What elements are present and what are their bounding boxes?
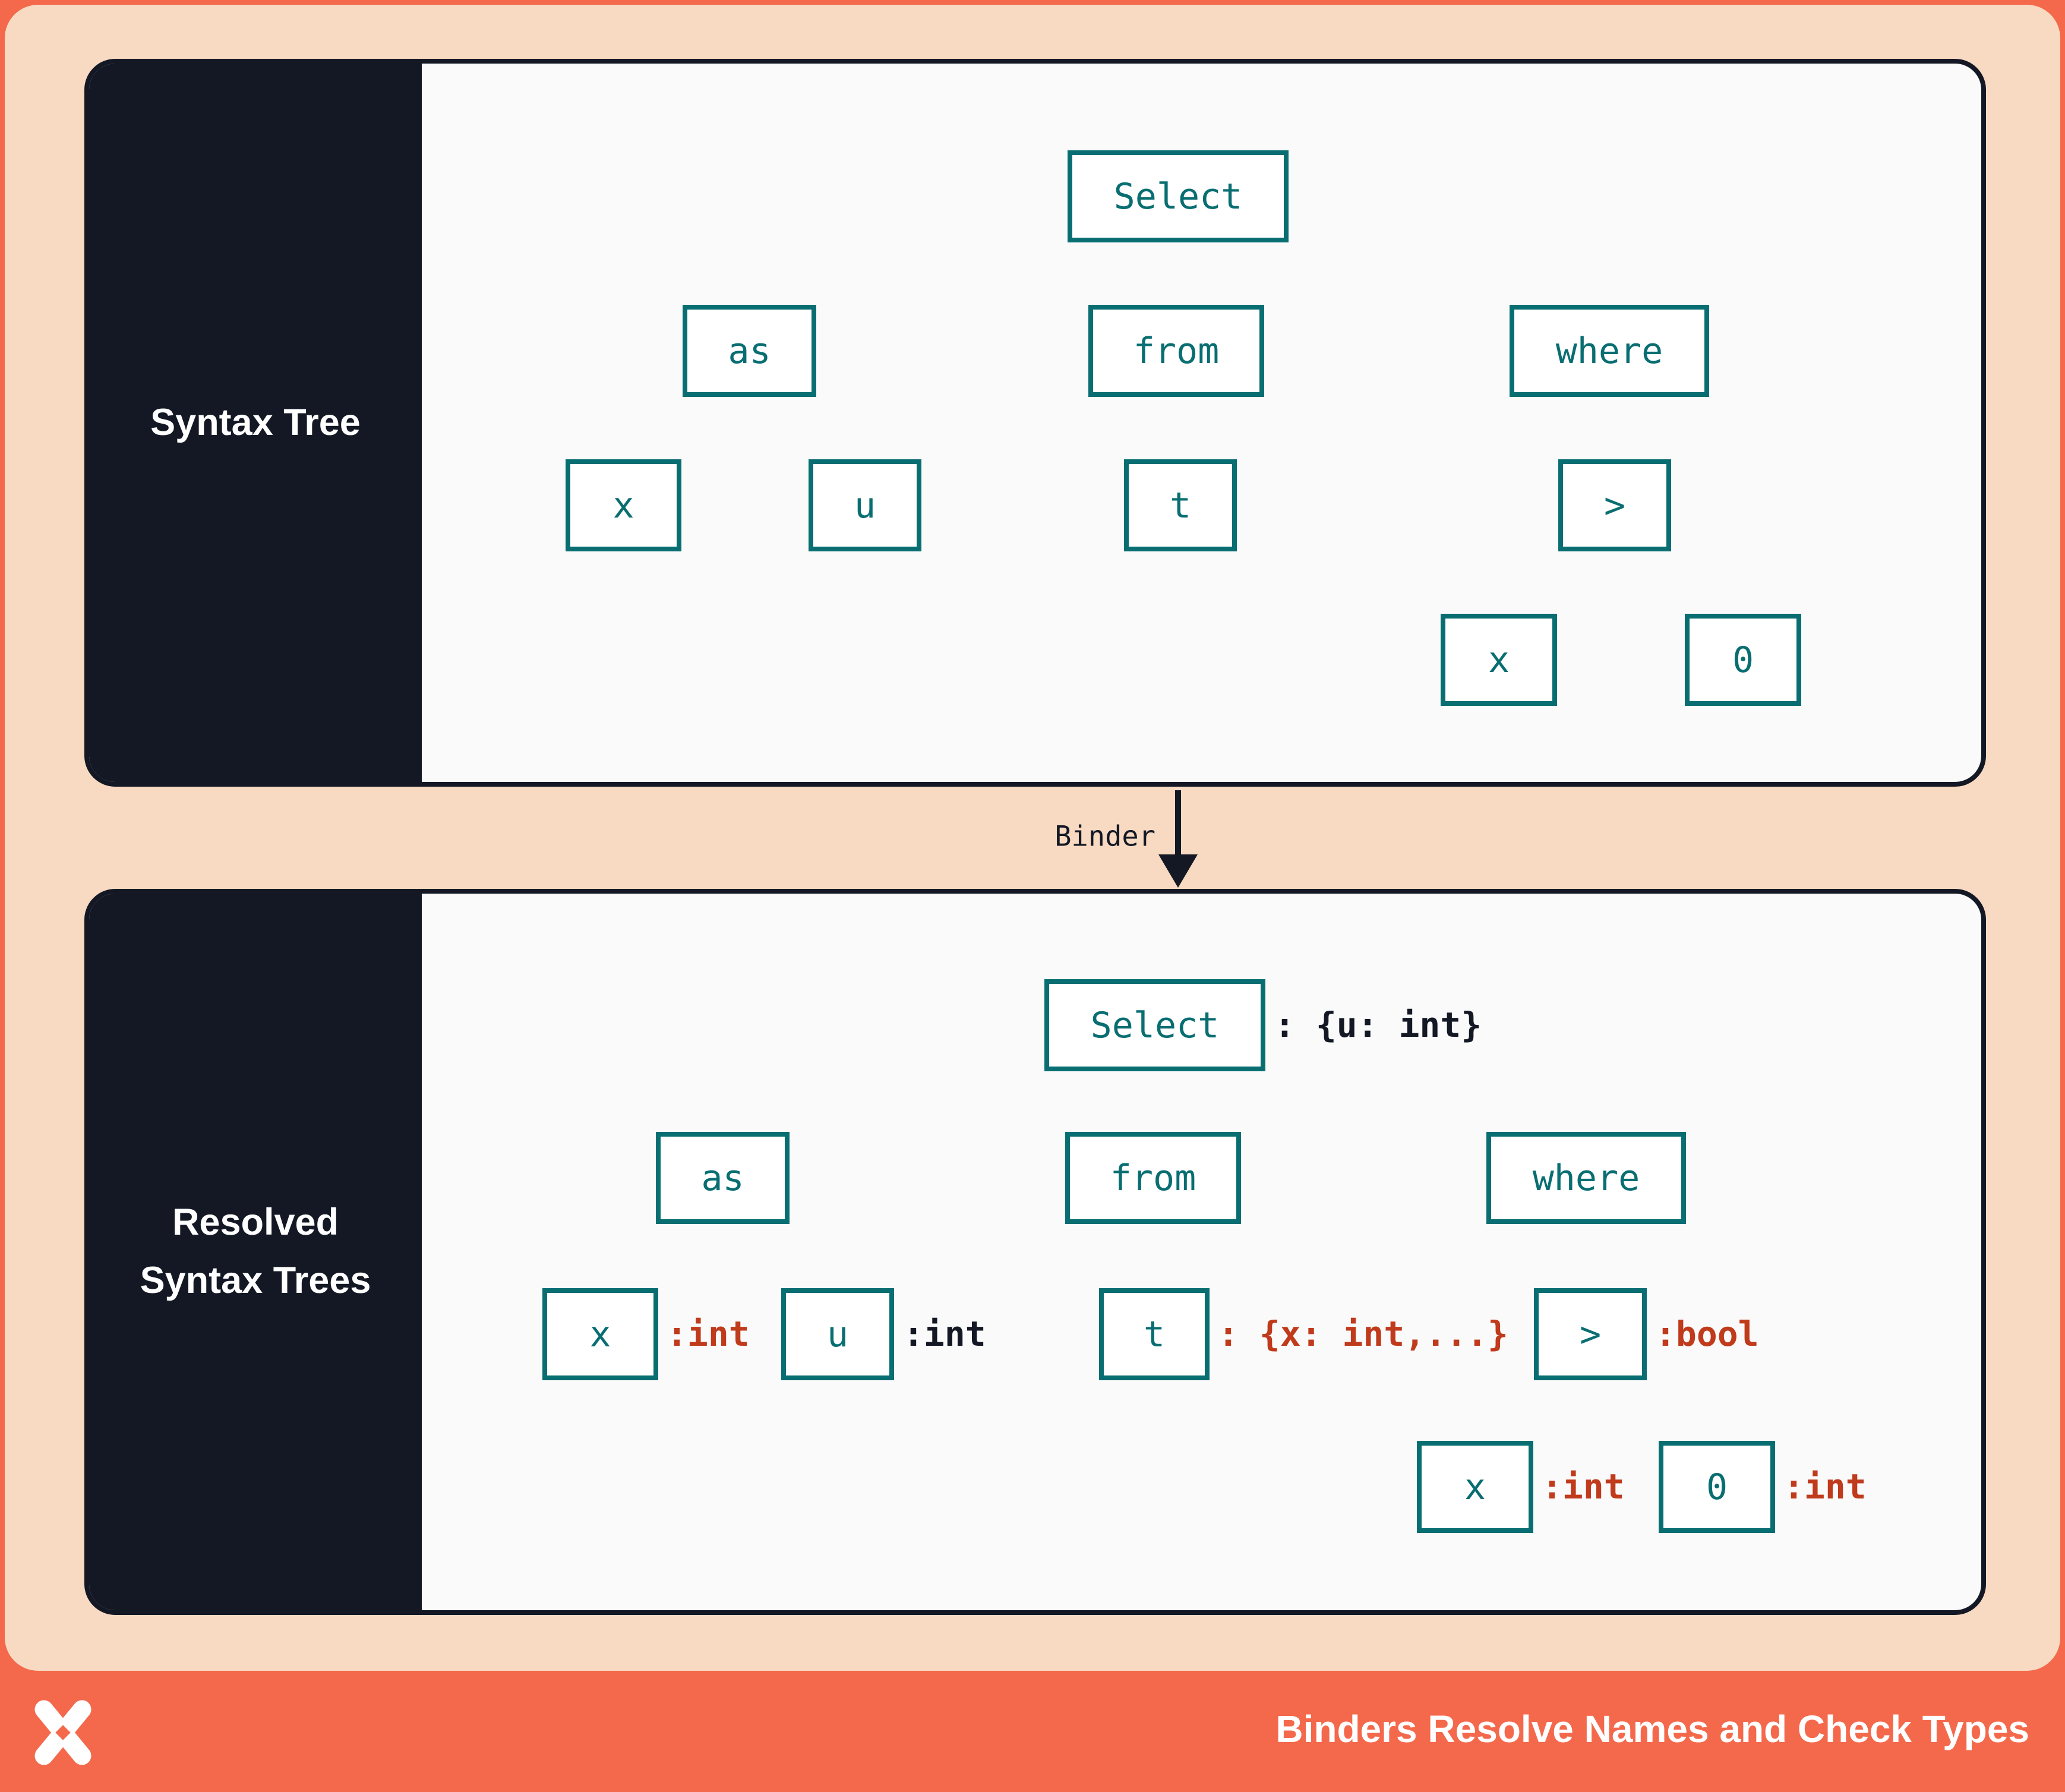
top-node-zero: 0 [1685, 614, 1801, 706]
annotation-select-type: : {u: int} [1274, 1005, 1482, 1045]
top-panel-title: Syntax Tree [150, 401, 361, 443]
top-node-as: as [683, 305, 816, 397]
annotation-x-type: :int [667, 1314, 750, 1354]
x-logo-icon [34, 1700, 91, 1765]
bottom-panel-title: Resolved Syntax Trees [140, 1194, 371, 1310]
bottom-node-t: t [1099, 1288, 1210, 1380]
top-node-gt: > [1558, 459, 1671, 551]
top-panel-sidebar: Syntax Tree [89, 64, 422, 782]
bottom-panel-title-line1: Resolved [172, 1201, 339, 1244]
bottom-panel-sidebar: Resolved Syntax Trees [89, 894, 422, 1610]
bottom-node-as: as [656, 1132, 790, 1224]
bottom-node-x: x [542, 1288, 658, 1380]
bottom-node-select: Select [1044, 979, 1265, 1071]
bottom-panel-title-line2: Syntax Trees [140, 1260, 371, 1301]
bottom-node-zero: 0 [1659, 1441, 1775, 1533]
syntax-tree-panel: Syntax Tree [84, 59, 1986, 787]
binder-label: Binder [1054, 820, 1155, 853]
annotation-gt-type: :bool [1655, 1314, 1759, 1354]
annotation-t-type: : {x: int,...} [1218, 1314, 1508, 1354]
bottom-node-where: where [1486, 1132, 1686, 1224]
bottom-node-x2: x [1417, 1441, 1533, 1533]
top-node-x: x [566, 459, 681, 551]
annotation-x2-type: :int [1542, 1466, 1625, 1507]
bottom-node-gt: > [1534, 1288, 1647, 1380]
bottom-node-u: u [781, 1288, 894, 1380]
bottom-node-from: from [1065, 1132, 1241, 1224]
top-node-u: u [809, 459, 921, 551]
top-node-x2: x [1441, 614, 1557, 706]
top-node-select: Select [1068, 150, 1289, 242]
annotation-zero-type: :int [1783, 1466, 1867, 1507]
top-node-where: where [1510, 305, 1709, 397]
top-node-t: t [1124, 459, 1237, 551]
top-node-from: from [1088, 305, 1264, 397]
footer-title: Binders Resolve Names and Check Types [1275, 1708, 2029, 1750]
annotation-u-type: :int [903, 1314, 986, 1354]
